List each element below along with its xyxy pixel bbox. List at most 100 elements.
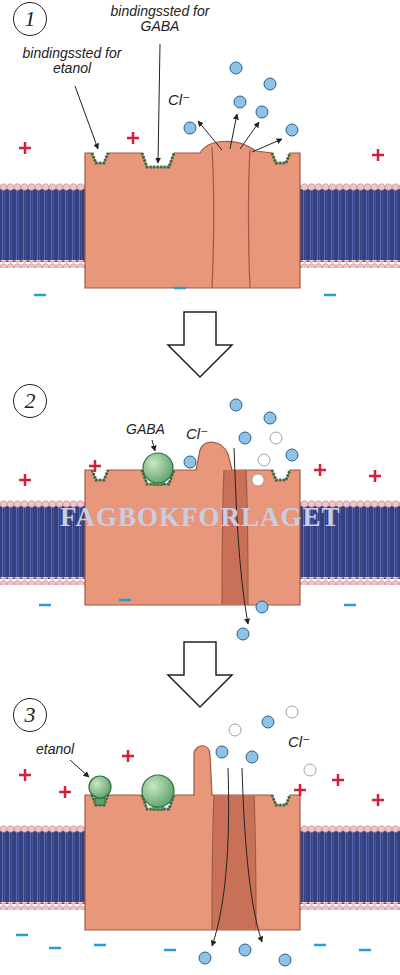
illustration-part — [372, 149, 384, 161]
illustration-part — [229, 724, 241, 736]
illustration-part — [294, 784, 306, 796]
chloride-ions — [199, 716, 291, 966]
illustration-part — [372, 794, 384, 806]
step-arrow — [168, 312, 232, 377]
illustration-part — [119, 599, 131, 602]
illustration-part — [122, 750, 134, 762]
illustration-part — [75, 86, 98, 149]
ion-label: Cl⁻ — [168, 92, 190, 109]
illustration-part — [39, 604, 51, 607]
illustration-part — [212, 795, 256, 930]
illustration-part — [262, 716, 274, 728]
illustration-part — [230, 399, 242, 411]
illustration-part — [212, 768, 229, 946]
illustration-part — [142, 775, 174, 807]
illustration-part — [252, 474, 264, 486]
illustration-part — [369, 470, 381, 482]
callout-circle: 3 — [13, 698, 47, 732]
callout-circle: 2 — [13, 384, 47, 418]
illustration-part — [222, 470, 248, 605]
illustration-part — [49, 947, 61, 950]
illustration-part — [264, 78, 276, 90]
illustration-part — [256, 601, 268, 613]
illustration-part — [174, 287, 186, 290]
illustration-part — [237, 628, 249, 640]
illustration-part — [252, 139, 282, 152]
ion-label: Cl⁻ — [186, 426, 208, 443]
illustration-part — [94, 944, 106, 947]
illustration-part — [164, 949, 176, 952]
panel-two — [0, 442, 400, 605]
ion-flow — [234, 448, 248, 624]
illustration-part — [216, 746, 228, 758]
illustration-part — [198, 121, 222, 150]
illustration-part — [16, 934, 28, 937]
illustration-part — [95, 798, 105, 805]
chloride-ions — [184, 62, 298, 136]
part-label: etanol — [36, 742, 74, 757]
illustration-part — [286, 706, 298, 718]
minus-signs — [16, 288, 371, 950]
illustration-part — [212, 147, 250, 288]
leader-line — [152, 440, 155, 451]
illustration-part — [230, 114, 237, 149]
illustration-part — [264, 412, 276, 424]
leader-line — [70, 760, 89, 777]
illustration-part — [239, 944, 251, 956]
illustration-part — [286, 124, 298, 136]
illustration-part — [89, 776, 111, 798]
empty-ion-places — [252, 432, 282, 486]
illustration-part — [199, 952, 211, 964]
illustration-part — [242, 768, 262, 942]
illustration-part — [256, 106, 268, 118]
callout-number: 1 — [25, 8, 36, 30]
illustration-part — [19, 769, 31, 781]
ion-label: Cl⁻ — [288, 734, 310, 751]
illustration-part — [92, 153, 290, 167]
illustration-part — [19, 142, 31, 154]
illustration-part — [359, 949, 371, 952]
callout-circle: 1 — [13, 2, 47, 36]
illustration-part — [85, 746, 300, 930]
illustration-part — [240, 122, 259, 149]
illustration-part — [286, 449, 298, 461]
ion-flow — [212, 768, 262, 946]
illustration-part — [332, 774, 344, 786]
panel-one — [0, 141, 400, 288]
panel-three — [0, 746, 400, 930]
illustration-part — [212, 795, 256, 930]
illustration-part — [344, 604, 356, 607]
illustration-part — [184, 122, 196, 134]
part-label: GABA — [126, 422, 165, 437]
watermark: FAGBOKFORLAGET — [60, 503, 341, 533]
illustration-part — [34, 294, 46, 297]
illustration-part — [258, 454, 270, 466]
callout-number: 3 — [25, 704, 36, 726]
part-label: bindingssted for GABA — [110, 4, 210, 35]
plus-signs — [19, 132, 384, 806]
illustration-part — [270, 432, 282, 444]
illustration-part — [222, 470, 248, 605]
illustration-part — [230, 62, 242, 74]
illustration-part — [59, 786, 71, 798]
callout-number: 2 — [25, 390, 36, 412]
empty-ion-places — [229, 706, 316, 776]
illustration-part — [324, 294, 336, 297]
illustration-part — [89, 460, 101, 472]
illustration-part — [314, 464, 326, 476]
illustration-part — [234, 96, 246, 108]
illustration-part — [314, 944, 326, 947]
illustration-part — [239, 432, 251, 444]
illustration-part — [158, 44, 160, 163]
part-label: bindingssted for etanol — [22, 46, 122, 77]
step-arrow — [168, 642, 232, 707]
ion-arrows — [198, 114, 282, 152]
illustration-part — [85, 141, 300, 288]
illustration-part — [92, 795, 290, 809]
illustration-part — [246, 751, 258, 763]
illustration-part — [304, 764, 316, 776]
illustration-part — [19, 474, 31, 486]
illustration-part — [127, 132, 139, 144]
